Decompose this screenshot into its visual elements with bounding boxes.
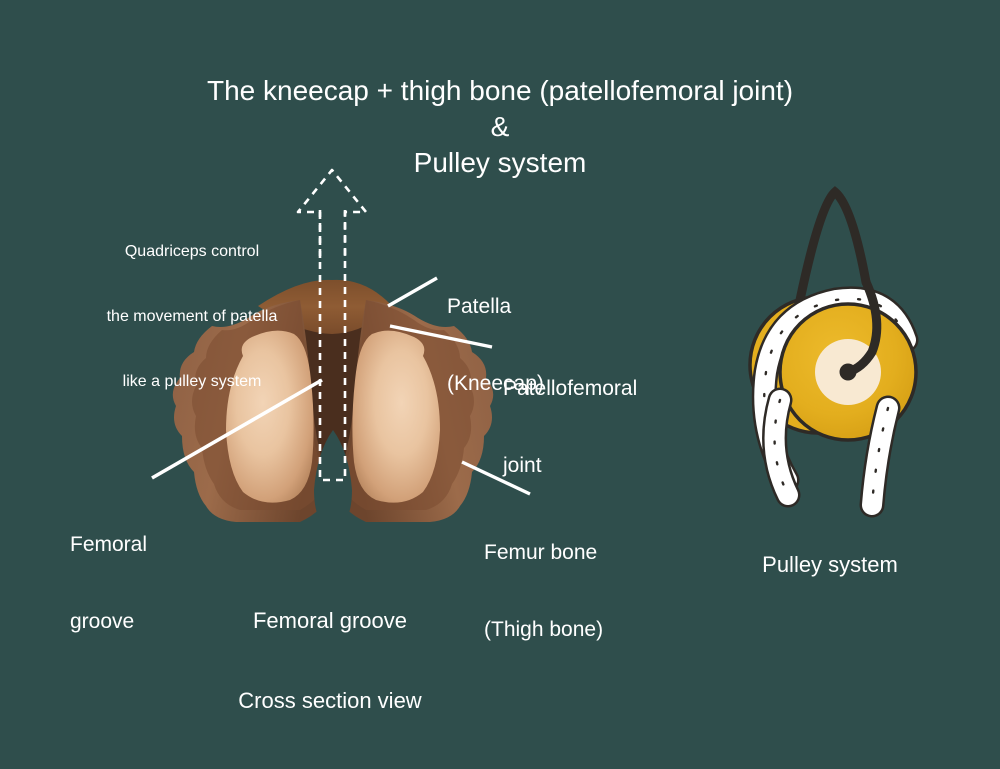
caption-right-diagram: Pulley system <box>762 552 898 577</box>
intercondylar-notch <box>314 430 352 524</box>
femur-condyle-left-surface <box>226 330 314 503</box>
caption-left-diagram-line-2: Cross section view <box>238 688 422 714</box>
pulley-rope-right-tail <box>859 395 901 518</box>
label-patellofemoral-joint: Patellofemoral joint <box>503 325 637 530</box>
label-patella-line-2: (Kneecap) <box>447 372 544 396</box>
caption-left-diagram-line-1: Femoral groove <box>252 607 408 633</box>
quadriceps-note-line-1: Quadriceps control <box>124 243 260 261</box>
illustration-canvas: The kneecap + thigh bone (patellofemoral… <box>70 75 919 714</box>
pulley-rope-left-tail <box>762 387 801 508</box>
quadriceps-note: Quadriceps control the movement of patel… <box>92 198 292 436</box>
label-patellofemoral-joint-line-1: Patellofemoral <box>503 377 638 401</box>
label-femoral-groove-line-2: groove <box>70 610 135 634</box>
page-title-line-1: The kneecap + thigh bone (patellofemoral… <box>206 75 794 106</box>
page-title-line-3: Pulley system <box>413 147 587 178</box>
leader-line-patella <box>387 276 438 308</box>
diagram-artwork <box>151 168 919 524</box>
label-femoral-groove: Femoral groove <box>70 481 147 686</box>
leader-line-femur-bone <box>461 460 531 496</box>
axle-dot-icon <box>839 363 857 381</box>
femur-cross-section-illustration <box>151 168 531 524</box>
dashed-groove-channel-icon <box>318 210 347 482</box>
femur-condyle-right-surface <box>352 330 440 503</box>
quadriceps-note-line-2: the movement of patella <box>106 307 278 325</box>
label-femoral-groove-line-1: Femoral <box>70 533 148 557</box>
label-patellofemoral-joint-line-2: joint <box>503 454 542 478</box>
leader-line-femoral-groove <box>151 378 323 480</box>
label-patella-line-1: Patella <box>447 295 512 319</box>
quadriceps-note-line-3: like a pulley system <box>122 372 262 390</box>
label-patella: Patella (Kneecap) <box>447 243 544 448</box>
pulley-strap <box>795 186 871 305</box>
page-title-line-2: & <box>490 111 510 142</box>
caption-left-diagram: Femoral groove Cross section view <box>180 554 480 769</box>
leader-line-patellofemoral-joint <box>389 324 493 349</box>
label-femur-bone-line-2: (Thigh bone) <box>484 618 604 642</box>
label-femur-bone-line-1: Femur bone <box>484 541 598 565</box>
quadriceps-dashed-arrow-icon <box>296 168 368 258</box>
pulley-strap-end <box>843 277 882 377</box>
pulley-system-illustration <box>748 186 919 518</box>
label-femur-bone: Femur bone (Thigh bone) <box>484 489 603 694</box>
